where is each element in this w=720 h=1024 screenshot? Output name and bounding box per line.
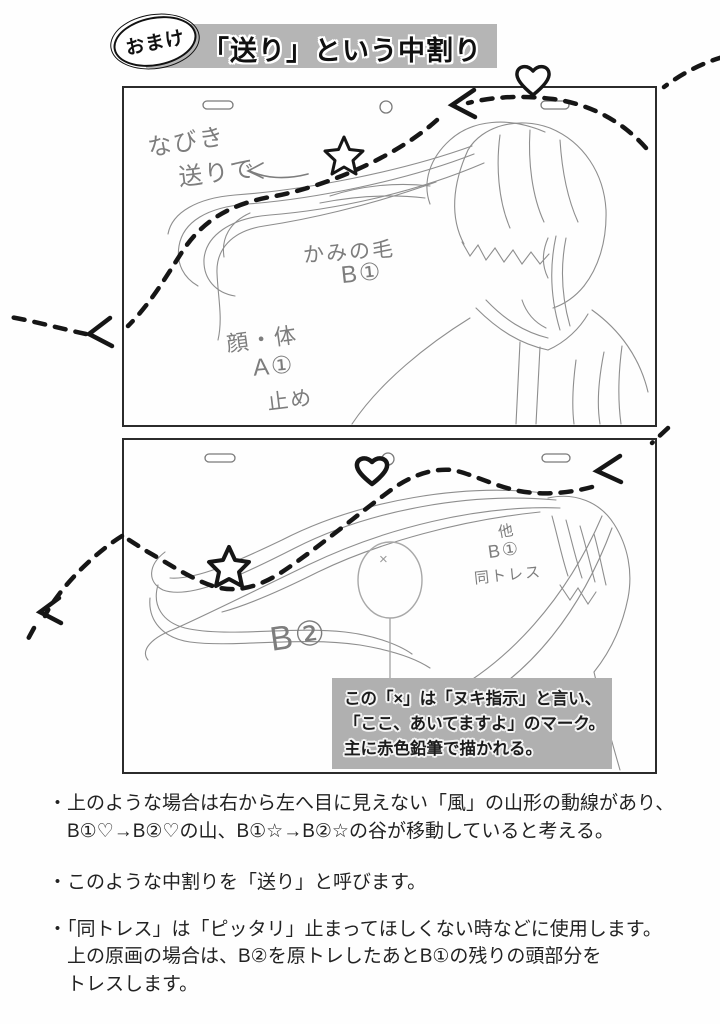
callout-line: 「ここ、あいてますよ」のマーク。: [344, 715, 606, 733]
nuki-x-mark: ×: [379, 551, 388, 568]
note-item: ・このような中割りを「送り」と呼びます。: [48, 869, 713, 897]
note-line: 上の原画の場合は、B②を原トレしたあとB①の残りの頭部分を: [67, 946, 602, 967]
annotation-face-body-cel: A①: [251, 351, 296, 382]
note-line: ・「同トレス」は「ピッタリ」止まってほしくない時などに使用します。: [48, 918, 662, 940]
notes-section: ・上のような場合は右から左へ目に見えない「風」の山形の動線があり、 B①♡→B②…: [48, 790, 713, 1022]
callout-line: この「×」は「ヌキ指示」と言い、: [344, 690, 602, 708]
motion-dash-trail: [661, 55, 720, 90]
note-item: ・上のような場合は右から左へ目に見えない「風」の山形の動線があり、 B①♡→B②…: [48, 790, 713, 845]
note-line: ・このような中割りを「送り」と呼びます。: [48, 872, 427, 893]
arrowhead-left-icon: [84, 315, 115, 349]
note-line: ・上のような場合は右から左へ目に見えない「風」の山形の動線があり、: [48, 793, 675, 814]
note-line: B①♡→B②♡の山、B①☆→B②☆の谷が移動していると考える。: [67, 820, 614, 842]
annotation-cel-b2: B②: [267, 613, 330, 659]
omake-badge-label: おまけ: [123, 27, 187, 60]
callout-line: 主に赤色鉛筆で描かれる。: [344, 740, 542, 758]
nuki-callout-box: この「×」は「ヌキ指示」と言い、 「ここ、あいてますよ」のマーク。 主に赤色鉛筆…: [332, 678, 612, 769]
cel-frame-1: [122, 86, 657, 427]
title-bar: [146, 24, 497, 68]
annotation-other-cel: B①: [486, 537, 522, 563]
note-item: ・「同トレス」は「ピッタリ」止まってほしくない時などに使用します。 上の原画の場…: [48, 916, 713, 999]
annotation-hold: 止め: [265, 386, 315, 415]
motion-dash-trail: [7, 314, 89, 337]
annotation-hair-cel: B①: [339, 257, 384, 290]
arrowhead-left-icon: [35, 595, 64, 626]
motion-dash: [42, 533, 125, 619]
note-line: トレスします。: [67, 973, 199, 995]
page-title: 「送り」という中割り: [202, 36, 482, 66]
motion-dash-trail: [25, 625, 37, 642]
